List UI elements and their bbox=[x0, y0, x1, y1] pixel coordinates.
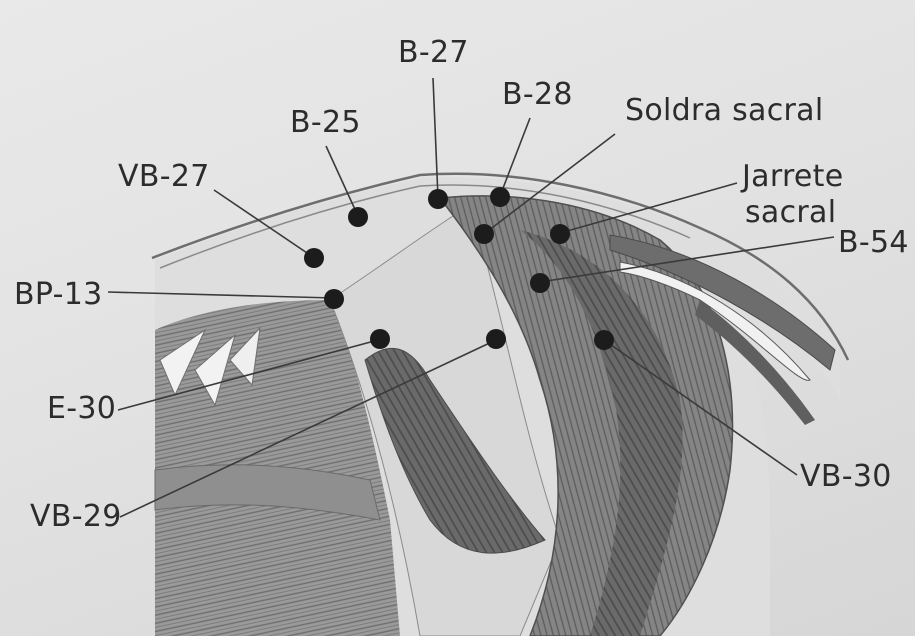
label-vb27: VB-27 bbox=[118, 162, 210, 192]
point-e30 bbox=[370, 329, 390, 349]
point-b28 bbox=[490, 187, 510, 207]
point-vb30 bbox=[594, 330, 614, 350]
point-b25 bbox=[348, 207, 368, 227]
point-bp13 bbox=[324, 289, 344, 309]
label-b27: B-27 bbox=[398, 38, 469, 68]
label-jarrete-line2: sacral bbox=[745, 198, 836, 228]
label-bp13: BP-13 bbox=[14, 280, 103, 310]
label-b25: B-25 bbox=[290, 108, 361, 138]
point-soldra bbox=[474, 224, 494, 244]
point-b27 bbox=[428, 189, 448, 209]
label-e30: E-30 bbox=[47, 394, 116, 424]
point-vb29 bbox=[486, 329, 506, 349]
label-b28: B-28 bbox=[502, 80, 573, 110]
label-vb30: VB-30 bbox=[800, 462, 892, 492]
point-jarrete bbox=[550, 224, 570, 244]
label-soldra-sacral: Soldra sacral bbox=[625, 96, 824, 126]
point-vb27 bbox=[304, 248, 324, 268]
label-jarrete-line1: Jarrete bbox=[742, 162, 844, 192]
label-vb29: VB-29 bbox=[30, 502, 122, 532]
point-b54 bbox=[530, 273, 550, 293]
label-b54: B-54 bbox=[838, 228, 909, 258]
